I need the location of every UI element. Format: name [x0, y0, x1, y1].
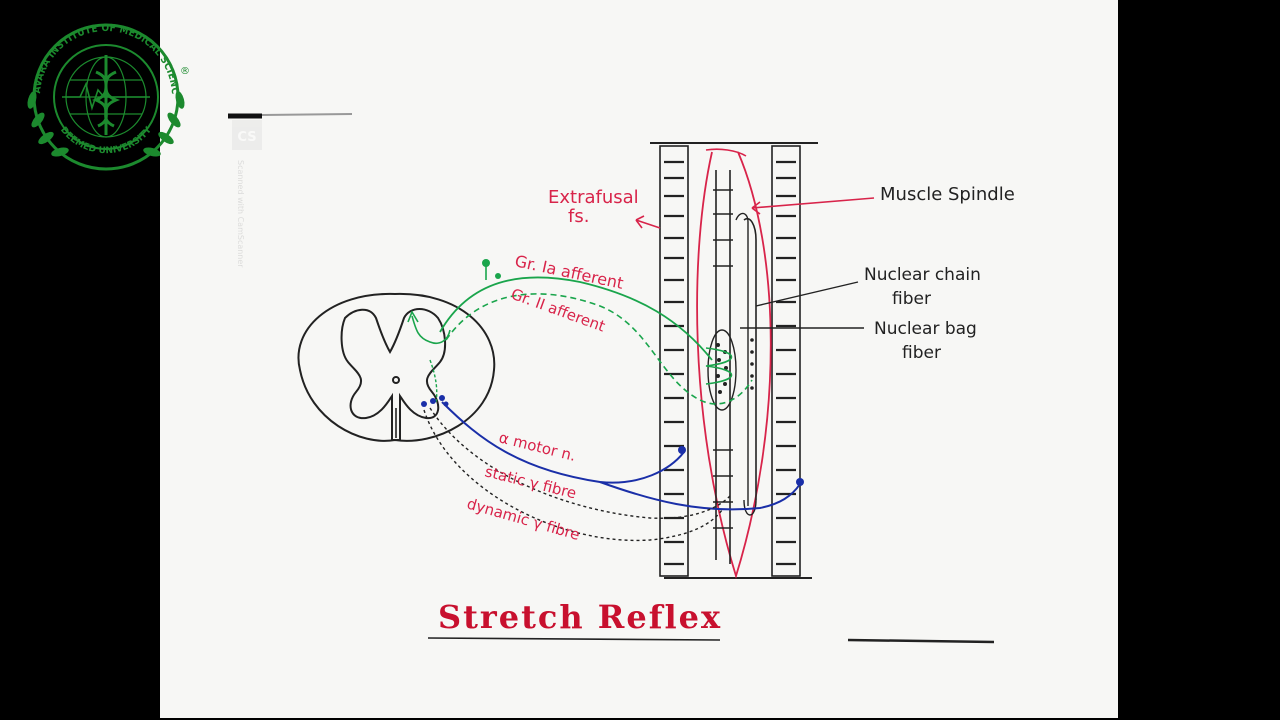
afferent-fibres — [439, 259, 753, 405]
diagram-labels: Extrafusal fs. Muscle Spindle Nuclear ch… — [465, 184, 1015, 544]
cs-badge: CS — [237, 130, 256, 145]
efferent-fibres — [423, 401, 804, 542]
camscanner-text: Scanned with CamScanner — [236, 160, 245, 268]
registered-mark: ® — [180, 66, 190, 77]
label-alpha-motor: α motor n. — [497, 428, 578, 465]
muscle-spindle — [696, 148, 772, 580]
label-dynamic-gamma: dynamic γ fibre — [465, 495, 582, 544]
marker-stroke-bottom — [847, 638, 995, 644]
label-nuclear-bag-fiber: fiber — [902, 343, 941, 363]
institute-logo: PRAVARA INSTITUTE OF MEDICAL SCIENCES DE… — [0, 0, 190, 171]
spinal-cord-section — [297, 292, 496, 442]
label-extrafusal-fs: fs. — [568, 206, 589, 227]
label-static-gamma: static γ fibre — [483, 462, 578, 502]
camscanner-watermark: CS Scanned with CamScanner — [232, 120, 262, 268]
label-muscle-spindle: Muscle Spindle — [880, 184, 1015, 205]
diagram-title: Stretch Reflex — [427, 598, 722, 641]
label-nuclear-chain: Nuclear chain — [864, 265, 981, 285]
paper-sheet — [160, 0, 1118, 718]
label-gr-ii-afferent: Gr. II afferent — [509, 285, 608, 336]
label-extrafusal: Extrafusal — [548, 187, 639, 208]
label-nuclear-bag: Nuclear bag — [874, 319, 977, 339]
title-text: Stretch Reflex — [438, 598, 722, 636]
extrafusal-muscle — [650, 142, 818, 579]
label-gr-ia-afferent: Gr. Ia afferent — [513, 251, 625, 293]
leader-lines — [635, 197, 875, 329]
label-nuclear-chain-fiber: fiber — [892, 289, 931, 309]
